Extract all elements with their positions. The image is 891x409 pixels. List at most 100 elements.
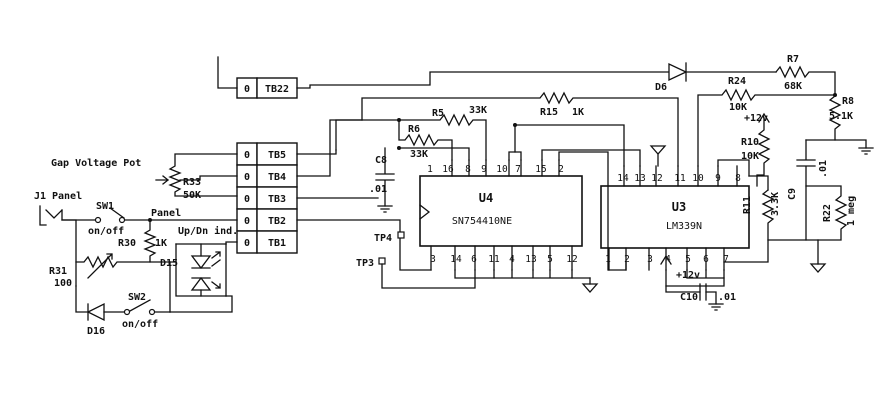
d16-diode: D16 <box>75 285 125 337</box>
r30-value: 1K <box>155 238 167 249</box>
u4-ground-icon <box>581 283 599 293</box>
u4-pin8-wire <box>398 147 470 161</box>
u3-pin-top-2: 13 <box>634 173 645 184</box>
c8-plates <box>375 147 395 207</box>
r11-value: 3.3K <box>770 192 781 216</box>
r7-label: R7 <box>787 54 799 65</box>
u3-pin-top-3: 12 <box>651 173 662 184</box>
r5-label: R5 <box>432 108 444 119</box>
j1-label: J1 <box>34 191 46 202</box>
u4-pin15-wire <box>541 149 641 167</box>
plus12-arrow-a <box>758 112 770 123</box>
u3-top-pin-leads <box>623 165 738 187</box>
tb1-label-cell <box>256 230 298 254</box>
tb5-index: 0 <box>244 150 250 161</box>
u3-pin-bottom-6: 6 <box>703 254 709 265</box>
sw1-label: SW1 <box>96 201 114 212</box>
r24-resistor <box>697 88 836 167</box>
r22-value: 1 meg <box>846 196 857 226</box>
sw1-terminal-a <box>94 216 102 224</box>
d15-led-up <box>190 255 212 270</box>
d6-triangle <box>668 62 688 82</box>
u3-pin4-wire <box>665 269 701 293</box>
sw2-terminal-b <box>148 308 156 316</box>
tb2-label: TB2 <box>268 216 286 227</box>
tb1-label: TB1 <box>268 238 286 249</box>
u4-top-pin-leads <box>451 159 560 177</box>
r8-value: 5.1K <box>829 111 853 122</box>
u4-pin-bottom-5: 4 <box>509 254 515 265</box>
sw1-terminal-b <box>118 216 126 224</box>
d16-left-wire <box>75 285 89 313</box>
r22-ground-icon <box>809 263 827 273</box>
terminal-block-main: 0 TB5 0 TB4 0 TB3 0 TB2 0 TB1 <box>236 142 298 254</box>
c9-value: .01 <box>818 160 829 178</box>
c9-capacitor: C9 .01 <box>767 139 836 241</box>
r7-resistor <box>775 65 836 97</box>
u3-bottom-bus <box>686 269 725 279</box>
u4-pin-bottom-8: 12 <box>566 254 577 265</box>
c10-capacitor: C10 .01 <box>680 283 736 311</box>
tb22-input-wire <box>217 56 238 89</box>
r11-network: R11 3.3K <box>723 189 781 263</box>
r6-value: 33K <box>410 149 428 160</box>
sw2-switch: SW2 on/off <box>122 292 171 330</box>
u4-pin-top-3: 9 <box>481 164 487 175</box>
d16-label: D16 <box>87 326 105 337</box>
r31-resistor <box>75 255 151 269</box>
u4-part: SN754410NE <box>452 216 512 227</box>
sw2-label: SW2 <box>128 292 146 303</box>
updn-indicator-label: Up/Dn ind. <box>178 225 238 237</box>
u3-pin-top-7: 8 <box>735 173 741 184</box>
r30-label: R30 <box>118 238 136 249</box>
r33-value: 50K <box>183 190 201 201</box>
c8-value: .01 <box>369 184 387 195</box>
r5-resistor <box>335 113 487 161</box>
u4-pin-bottom-6: 13 <box>525 254 536 265</box>
r31-adjust-arrow <box>87 253 113 279</box>
gap-voltage-pot-label: Gap Voltage Pot <box>51 158 141 169</box>
tb1-index: 0 <box>244 238 250 249</box>
u4-name: U4 <box>479 191 493 205</box>
r6-label: R6 <box>408 124 420 135</box>
u3-pin9-wire <box>717 159 750 177</box>
u3-pin1-2-link <box>608 261 627 271</box>
tb22-label: TB22 <box>265 84 289 95</box>
r30-resistor <box>143 219 177 263</box>
u4-pin-top-1: 16 <box>442 164 454 175</box>
r15-network: R15 1K <box>361 91 679 167</box>
u3-pin-bottom-5: 5 <box>685 254 691 265</box>
d16-triangle <box>86 302 105 322</box>
r31-value: 100 <box>54 278 72 289</box>
u4-pin-bottom-1: 3 <box>430 254 436 265</box>
d15-led-pair: D15 <box>160 243 227 297</box>
sw1-state: on/off <box>88 226 124 237</box>
panel-label: Panel <box>151 208 181 219</box>
r8-ground-icon <box>858 147 874 155</box>
tp4-testpoint: TP4 <box>374 231 405 244</box>
tb2-index: 0 <box>244 216 250 227</box>
j1-location: Panel <box>52 191 82 202</box>
u4-gnd-bus-left <box>454 269 495 279</box>
u4-pin2-wire <box>558 151 609 271</box>
j1-tip <box>45 209 63 219</box>
u3-pin-bottom-3: 3 <box>647 254 653 265</box>
tp3-label: TP3 <box>356 258 374 269</box>
r6-junction <box>397 146 401 150</box>
sw2-lever <box>129 299 151 312</box>
plus12-label-b: +12v <box>676 270 700 281</box>
u3-body <box>600 185 750 249</box>
j1-body <box>39 205 47 226</box>
r31-label: R31 <box>49 266 67 277</box>
d15-label: D15 <box>160 258 178 269</box>
d6-label: D6 <box>655 82 667 93</box>
r33-wiper <box>155 175 170 185</box>
r22-label: R22 <box>822 204 833 222</box>
u4-pin-bottom-2: 14 <box>450 254 462 265</box>
r24-label: R24 <box>728 76 746 87</box>
sw1-switch: SW1 on/off <box>61 201 151 237</box>
r33-wiper-wire <box>179 175 238 181</box>
u4-pin-top-7: 2 <box>558 164 564 175</box>
r11-label: R11 <box>742 196 753 214</box>
u4-body <box>419 175 583 247</box>
